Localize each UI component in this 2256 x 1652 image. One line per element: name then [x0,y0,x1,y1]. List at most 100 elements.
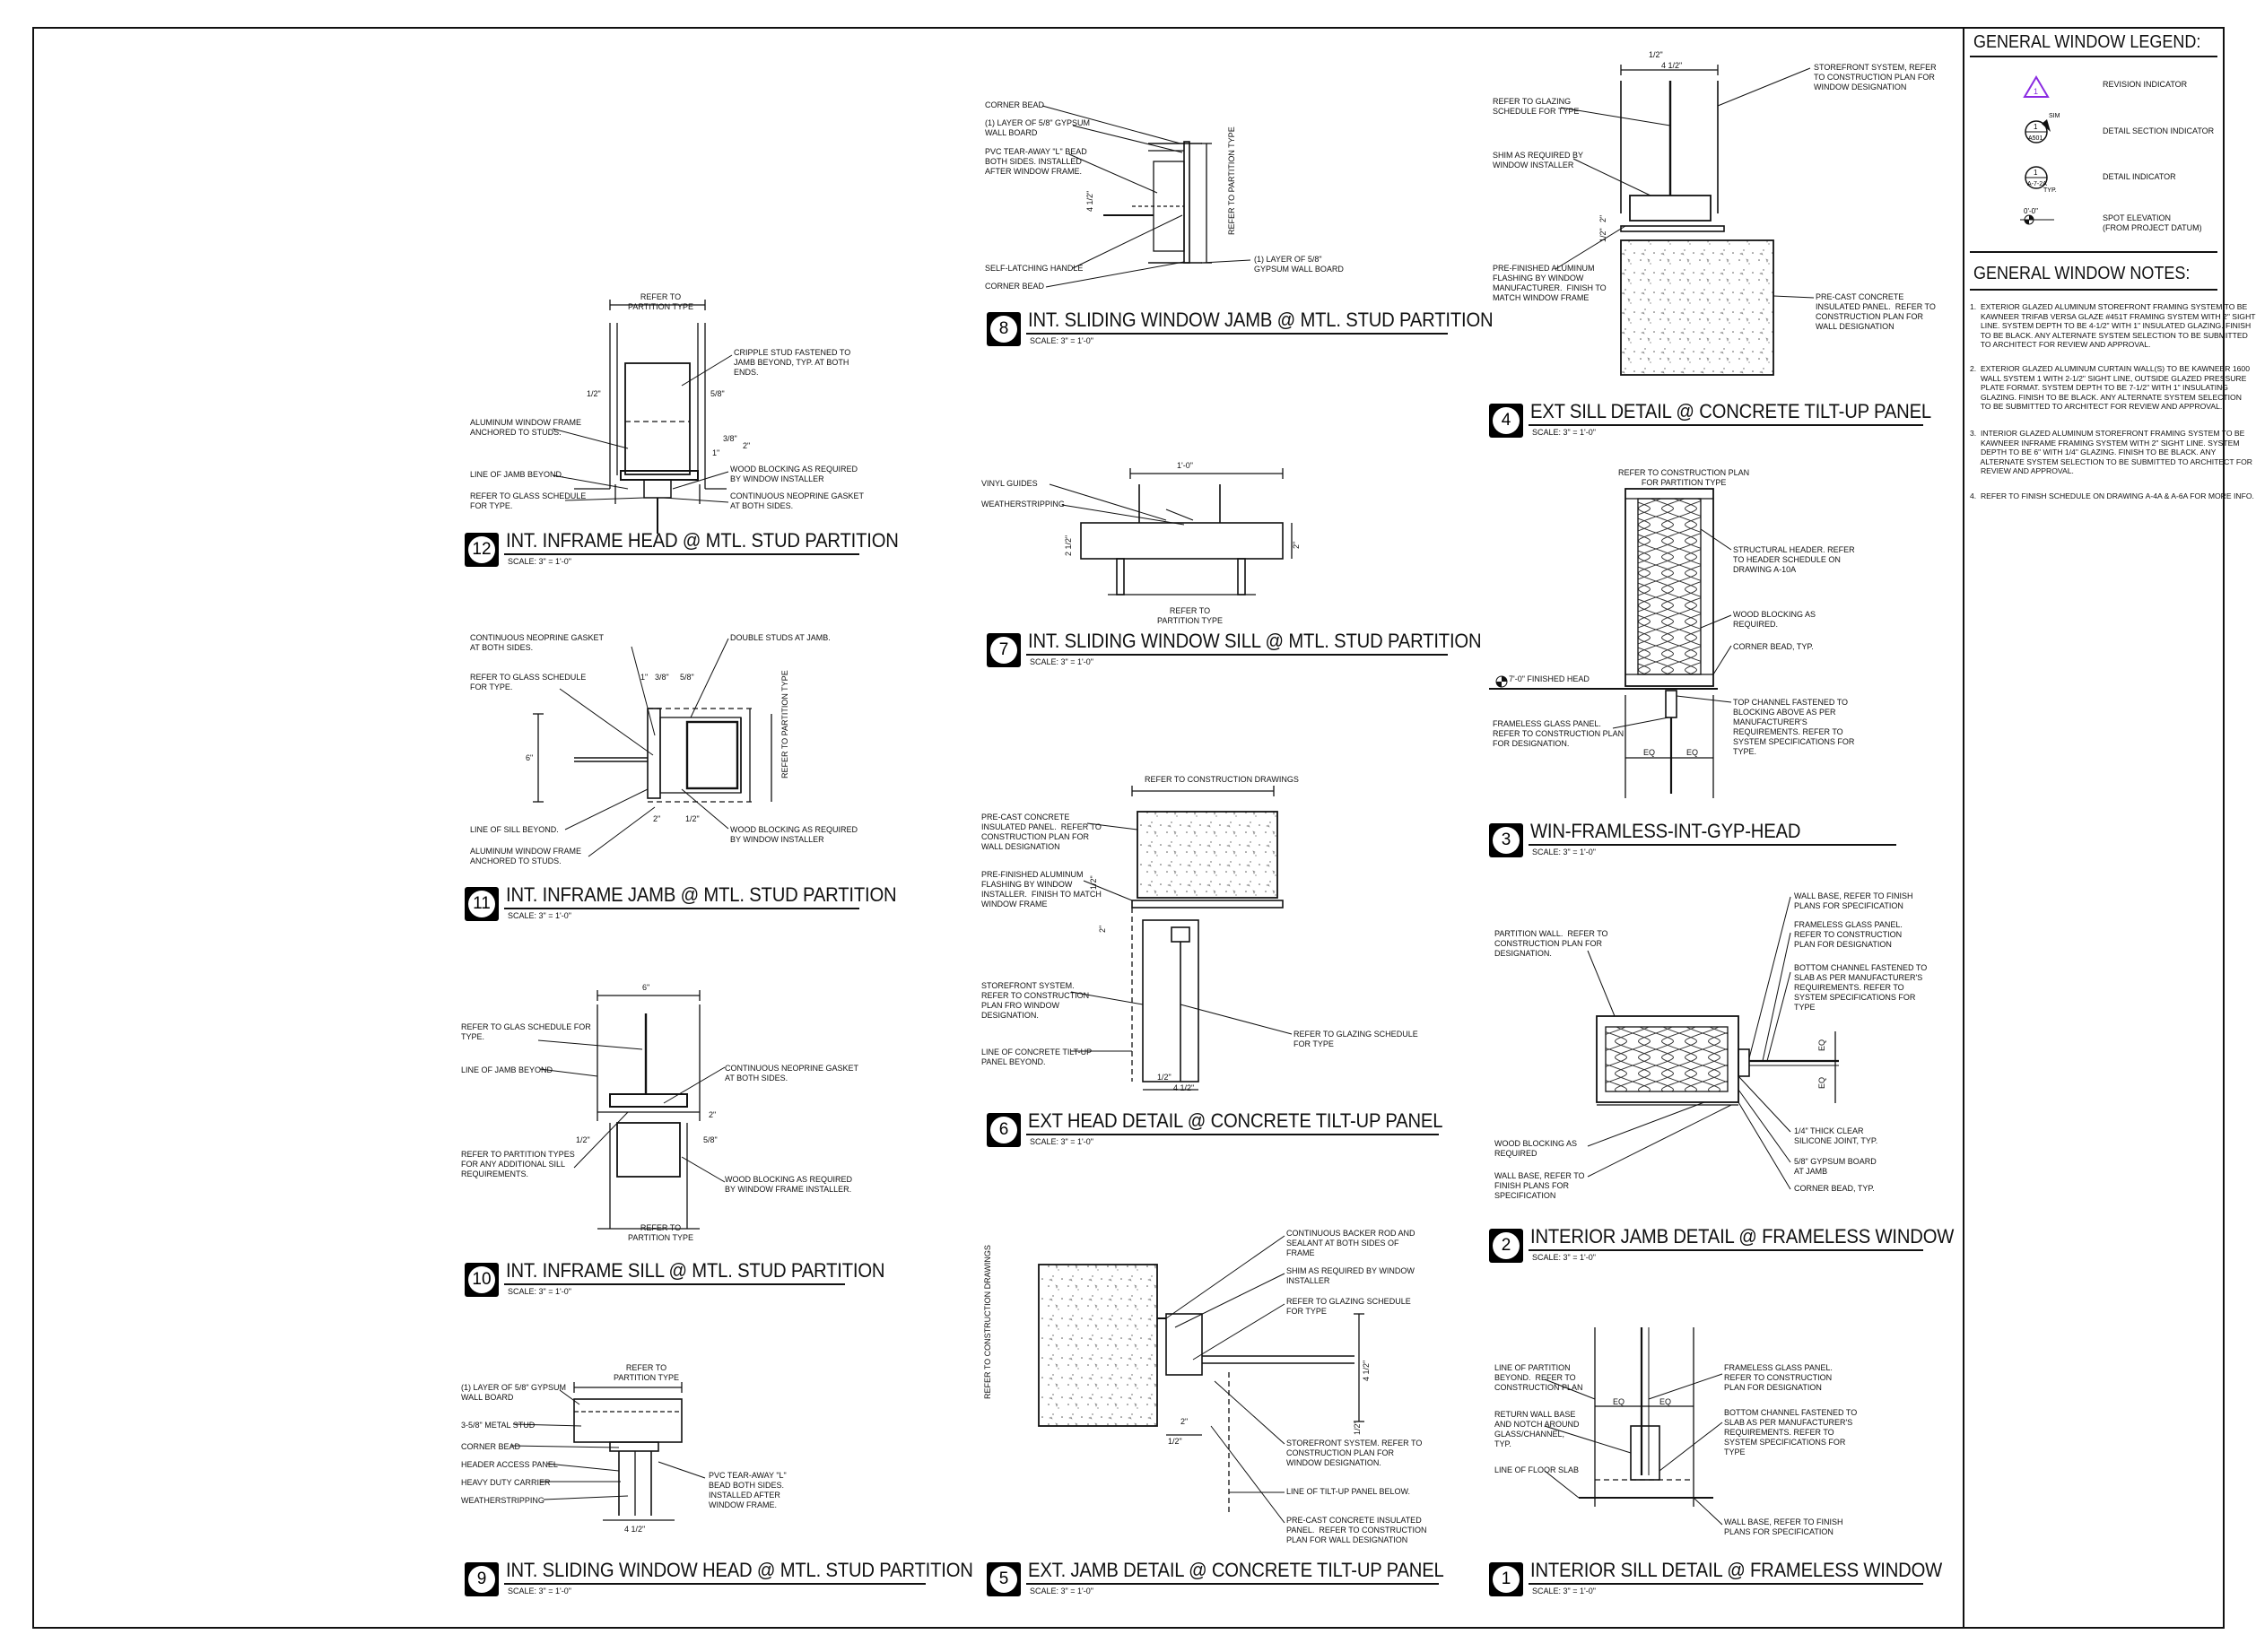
detail-2-number-tag: 2 [1489,1229,1523,1263]
d9-note-corner-bead: CORNER BEAD [461,1442,521,1451]
d3-note-partition: REFER TO CONSTRUCTION PLAN FOR PARTITION… [1618,468,1750,487]
d3-note-corner-bead: CORNER BEAD, TYP. [1733,642,1814,651]
d3-dim-eq-2: EQ [1686,748,1699,757]
d2-note-glass: FRAMELESS GLASS PANEL. REFER TO CONSTRUC… [1794,920,1903,949]
d11-dim-2: 3/8" [655,673,669,682]
d5-note-shim: SHIM AS REQUIRED BY WINDOW INSTALLER [1286,1266,1415,1285]
detail-7-scale: SCALE: 3" = 1'-0" [1030,657,1093,666]
detail-12-title-block: 12 INT. INFRAME HEAD @ MTL. STUD PARTITI… [465,529,899,576]
d11-note-blocking: WOOD BLOCKING AS REQUIRED BY WINDOW INST… [730,825,858,844]
d2-note-bottom-channel: BOTTOM CHANNEL FASTENED TO SLAB AS PER M… [1794,963,1928,1012]
d7-note-vinyl: VINYL GUIDES [981,479,1038,488]
d1-note-partition: LINE OF PARTITION BEYOND. REFER TO CONST… [1494,1363,1583,1392]
detail-8-title-block: 8 INT. SLIDING WINDOW JAMB @ MTL. STUD P… [987,309,1494,355]
general-note-1: 1. EXTERIOR GLAZED ALUMINUM STOREFRONT F… [1970,302,2256,350]
d6-note-precast: PRE-CAST CONCRETE INSULATED PANEL. REFER… [981,813,1102,851]
detail-9-title: INT. SLIDING WINDOW HEAD @ MTL. STUD PAR… [506,1559,973,1581]
d12-dim-1: 1/2" [587,389,601,398]
detail-12-title: INT. INFRAME HEAD @ MTL. STUD PARTITION [506,529,899,552]
d1-note-return-base: RETURN WALL BASE AND NOTCH AROUND GLASS/… [1494,1410,1580,1448]
d8-note-handle: SELF-LATCHING HANDLE [985,264,1084,273]
d5-note-construction: REFER TO CONSTRUCTION DRAWINGS [983,1245,992,1399]
detail-1-number-tag: 1 [1489,1562,1523,1596]
detail-9-title-block: 9 INT. SLIDING WINDOW HEAD @ MTL. STUD P… [465,1559,973,1605]
d2-note-corner-bead: CORNER BEAD, TYP. [1794,1184,1875,1193]
detail-4-title-block: 4 EXT SILL DETAIL @ CONCRETE TILT-UP PAN… [1489,400,1931,447]
detail-2-title: INTERIOR JAMB DETAIL @ FRAMELESS WINDOW [1530,1225,1955,1248]
d6-dim-2: 4 1/2" [1173,1083,1195,1092]
d7-dim-2: 2" [1292,541,1301,549]
detail-4-number-tag: 4 [1489,404,1523,438]
d3-dim-eq-1: EQ [1643,748,1656,757]
d12-note-cripple-stud: CRIPPLE STUD FASTENED TO JAMB BEYOND, TY… [734,348,851,377]
d5-dim-2: 2" [1180,1417,1189,1426]
general-note-3: 3. INTERIOR GLAZED ALUMINUM STOREFRONT F… [1970,429,2252,476]
legend-title: GENERAL WINDOW LEGEND: [1973,32,2201,52]
d11-note-glass: REFER TO GLASS SCHEDULE FOR TYPE. [470,673,587,691]
d2-note-wall-base-2: WALL BASE, REFER TO FINISH PLANS FOR SPE… [1494,1171,1585,1200]
d8-note-gypsum-bottom: (1) LAYER OF 5/8" GYPSUM WALL BOARD [1254,255,1344,274]
general-note-2: 2. EXTERIOR GLAZED ALUMINUM CURTAIN WALL… [1970,364,2250,412]
d2-note-gypsum: 5/8" GYPSUM BOARD AT JAMB [1794,1157,1877,1176]
d7-dim-1: 2 1/2" [1064,535,1073,556]
d2-dim-eq-2: EQ [1817,1076,1826,1089]
d9-note-pvc: PVC TEAR-AWAY "L" BEAD BOTH SIDES. INSTA… [709,1471,787,1509]
legend-label-detail-section: DETAIL SECTION INDICATOR [2103,126,2215,135]
detail-1-scale: SCALE: 3" = 1'-0" [1532,1587,1596,1595]
d10-dim-width: 6" [642,983,650,992]
d11-note-partition: REFER TO PARTITION TYPE [780,670,789,778]
d6-dim-1: 1/2" [1157,1073,1172,1082]
d12-dim-2: 5/8" [710,389,725,398]
d1-note-floor-slab: LINE OF FLOOR SLAB [1494,1465,1580,1474]
d10-note-blocking: WOOD BLOCKING AS REQUIRED BY WINDOW FRAM… [725,1175,853,1194]
detail-6-scale: SCALE: 3" = 1'-0" [1030,1137,1093,1146]
d8-note-gypsum: (1) LAYER OF 5/8" GYPSUM WALL BOARD [985,118,1091,137]
detail-6-title: EXT HEAD DETAIL @ CONCRETE TILT-UP PANEL [1028,1109,1443,1132]
d4-note-storefront: STOREFRONT SYSTEM, REFER TO CONSTRUCTION… [1814,63,1937,91]
d3-note-glass: FRAMELESS GLASS PANEL. REFER TO CONSTRUC… [1493,719,1624,748]
detail-11-title: INT. INFRAME JAMB @ MTL. STUD PARTITION [506,883,897,906]
detail-3-number-tag: 3 [1489,823,1523,857]
d11-dim-1: 1" [640,673,649,682]
d12-dim-3: 3/8" [723,434,737,443]
detail-1-title: INTERIOR SILL DETAIL @ FRAMELESS WINDOW [1530,1559,1943,1581]
d10-dim-2: 5/8" [703,1135,718,1144]
d2-dim-eq-1: EQ [1817,1039,1826,1051]
d11-dim-3: 5/8" [680,673,694,682]
d4-dim-2: 4 1/2" [1661,61,1683,70]
detail-11-scale: SCALE: 3" = 1'-0" [508,911,571,920]
detail-7-title: INT. SLIDING WINDOW SILL @ MTL. STUD PAR… [1028,630,1482,652]
d11-dim-4: 2" [653,814,661,823]
d9-note-gypsum: (1) LAYER OF 5/8" GYPSUM WALL BOARD [461,1383,567,1402]
d12-note-jamb: LINE OF JAMB BEYOND. [470,470,564,479]
d8-note-pvc: PVC TEAR-AWAY "L" BEAD BOTH SIDES. INSTA… [985,147,1087,176]
d1-note-wall-base: WALL BASE, REFER TO FINISH PLANS FOR SPE… [1724,1517,1843,1536]
legend-label-detail: DETAIL INDICATOR [2103,172,2176,181]
d3-note-top-channel: TOP CHANNEL FASTENED TO BLOCKING ABOVE A… [1733,698,1855,756]
d1-note-bottom-channel: BOTTOM CHANNEL FASTENED TO SLAB AS PER M… [1724,1408,1858,1456]
d6-note-construction: REFER TO CONSTRUCTION DRAWINGS [1145,775,1299,784]
d6-dim-3: 2" [1098,925,1107,933]
legend-label-spot-elevation: SPOT ELEVATION (FROM PROJECT DATUM) [2103,213,2202,232]
d4-note-glazing: REFER TO GLAZING SCHEDULE FOR TYPE [1493,97,1580,116]
d9-note-stud: 3-5/8" METAL STUD [461,1421,536,1430]
d10-note-partition: REFER TO PARTITION TYPE [628,1223,694,1242]
drawing-sheet-border [32,27,2225,1629]
detail-10-title-block: 10 INT. INFRAME SILL @ MTL. STUD PARTITI… [465,1259,885,1306]
detail-2-scale: SCALE: 3" = 1'-0" [1532,1253,1596,1262]
d12-note-blocking: WOOD BLOCKING AS REQUIRED BY WINDOW INST… [730,465,858,483]
d9-note-access-panel: HEADER ACCESS PANEL [461,1460,558,1469]
d10-note-partition-types: REFER TO PARTITION TYPES FOR ANY ADDITIO… [461,1150,575,1178]
d10-dim-3: 2" [709,1110,717,1119]
d6-dim-4: 1/2" [1089,875,1098,890]
d11-note-gasket: CONTINUOUS NEOPRINE GASKET AT BOTH SIDES… [470,633,605,652]
detail-10-number-tag: 10 [465,1263,499,1297]
detail-5-scale: SCALE: 3" = 1'-0" [1030,1587,1093,1595]
d9-note-weatherstrip: WEATHERSTRIPPING [461,1496,544,1505]
d1-dim-eq-1: EQ [1613,1397,1625,1406]
d6-note-storefront: STOREFRONT SYSTEM. REFER TO CONSTRUCTION… [981,981,1090,1020]
detail-8-scale: SCALE: 3" = 1'-0" [1030,336,1093,345]
d5-note-glazing: REFER TO GLAZING SCHEDULE FOR TYPE [1286,1297,1411,1316]
d8-note-corner-bead-bottom: CORNER BEAD [985,282,1045,291]
detail-5-number-tag: 5 [987,1562,1021,1596]
